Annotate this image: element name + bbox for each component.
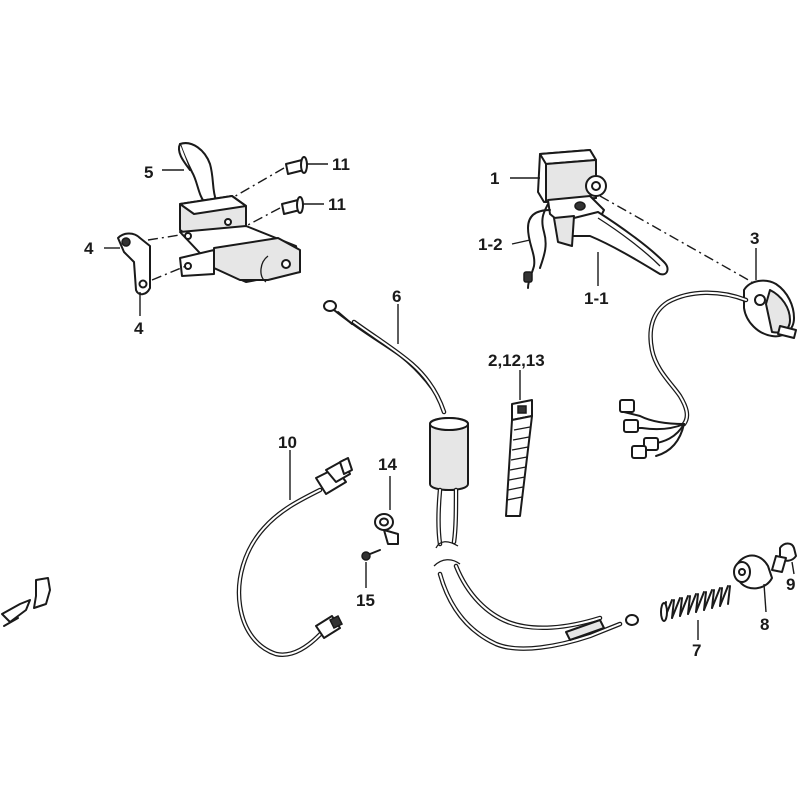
callout-1: 1 (490, 169, 499, 188)
leader-lines (104, 163, 795, 640)
part-1-2-switch-wire (523, 203, 551, 289)
part-5-lever-bracket (178, 142, 301, 283)
callout-3: 3 (750, 229, 759, 248)
callout-5: 5 (144, 163, 153, 182)
leader-11-upper-dash (231, 167, 285, 199)
part-11-screw-upper (285, 156, 308, 175)
callout-1-1: 1-1 (584, 289, 609, 308)
callout-labels: 5 11 11 4 4 1 1-2 1-1 3 6 2,12,13 10 14 … (84, 155, 795, 660)
callout-10: 10 (278, 433, 297, 452)
part-3-harness (619, 290, 749, 459)
callout-11-lower: 11 (328, 195, 346, 214)
leader-4-lower-dash (151, 265, 187, 281)
callout-7: 7 (692, 641, 701, 660)
part-3-switch-housing (743, 279, 797, 339)
leader-3-dash (599, 195, 753, 283)
callout-14: 14 (378, 455, 397, 474)
part-6-brake-cable (323, 300, 639, 651)
part-9-bolt (771, 542, 797, 573)
callout-9: 9 (786, 575, 795, 594)
callout-1-2: 1-2 (478, 235, 503, 254)
part-11-screw-lower (281, 196, 304, 215)
leader-4-upper-dash (147, 233, 187, 241)
part-8-adjuster (733, 554, 773, 590)
callout-6: 6 (392, 287, 401, 306)
callout-4-upper: 4 (84, 239, 94, 258)
part-15-screw (361, 549, 381, 561)
callout-11-upper: 11 (332, 155, 350, 174)
leader-11-lower-dash (245, 207, 281, 227)
callout-4-lower: 4 (134, 319, 144, 338)
part-14-clamp (374, 513, 399, 545)
callout-15: 15 (356, 591, 375, 610)
part-1-1-lever (553, 211, 669, 276)
part-2-cable-tie (505, 399, 533, 517)
part-4-bracket (117, 232, 151, 296)
part-10-switch-wire (236, 457, 353, 657)
callout-8: 8 (760, 615, 769, 634)
direction-arrow-icon (1, 577, 51, 627)
part-7-spring (660, 585, 731, 622)
callout-2-12-13: 2,12,13 (488, 351, 545, 370)
